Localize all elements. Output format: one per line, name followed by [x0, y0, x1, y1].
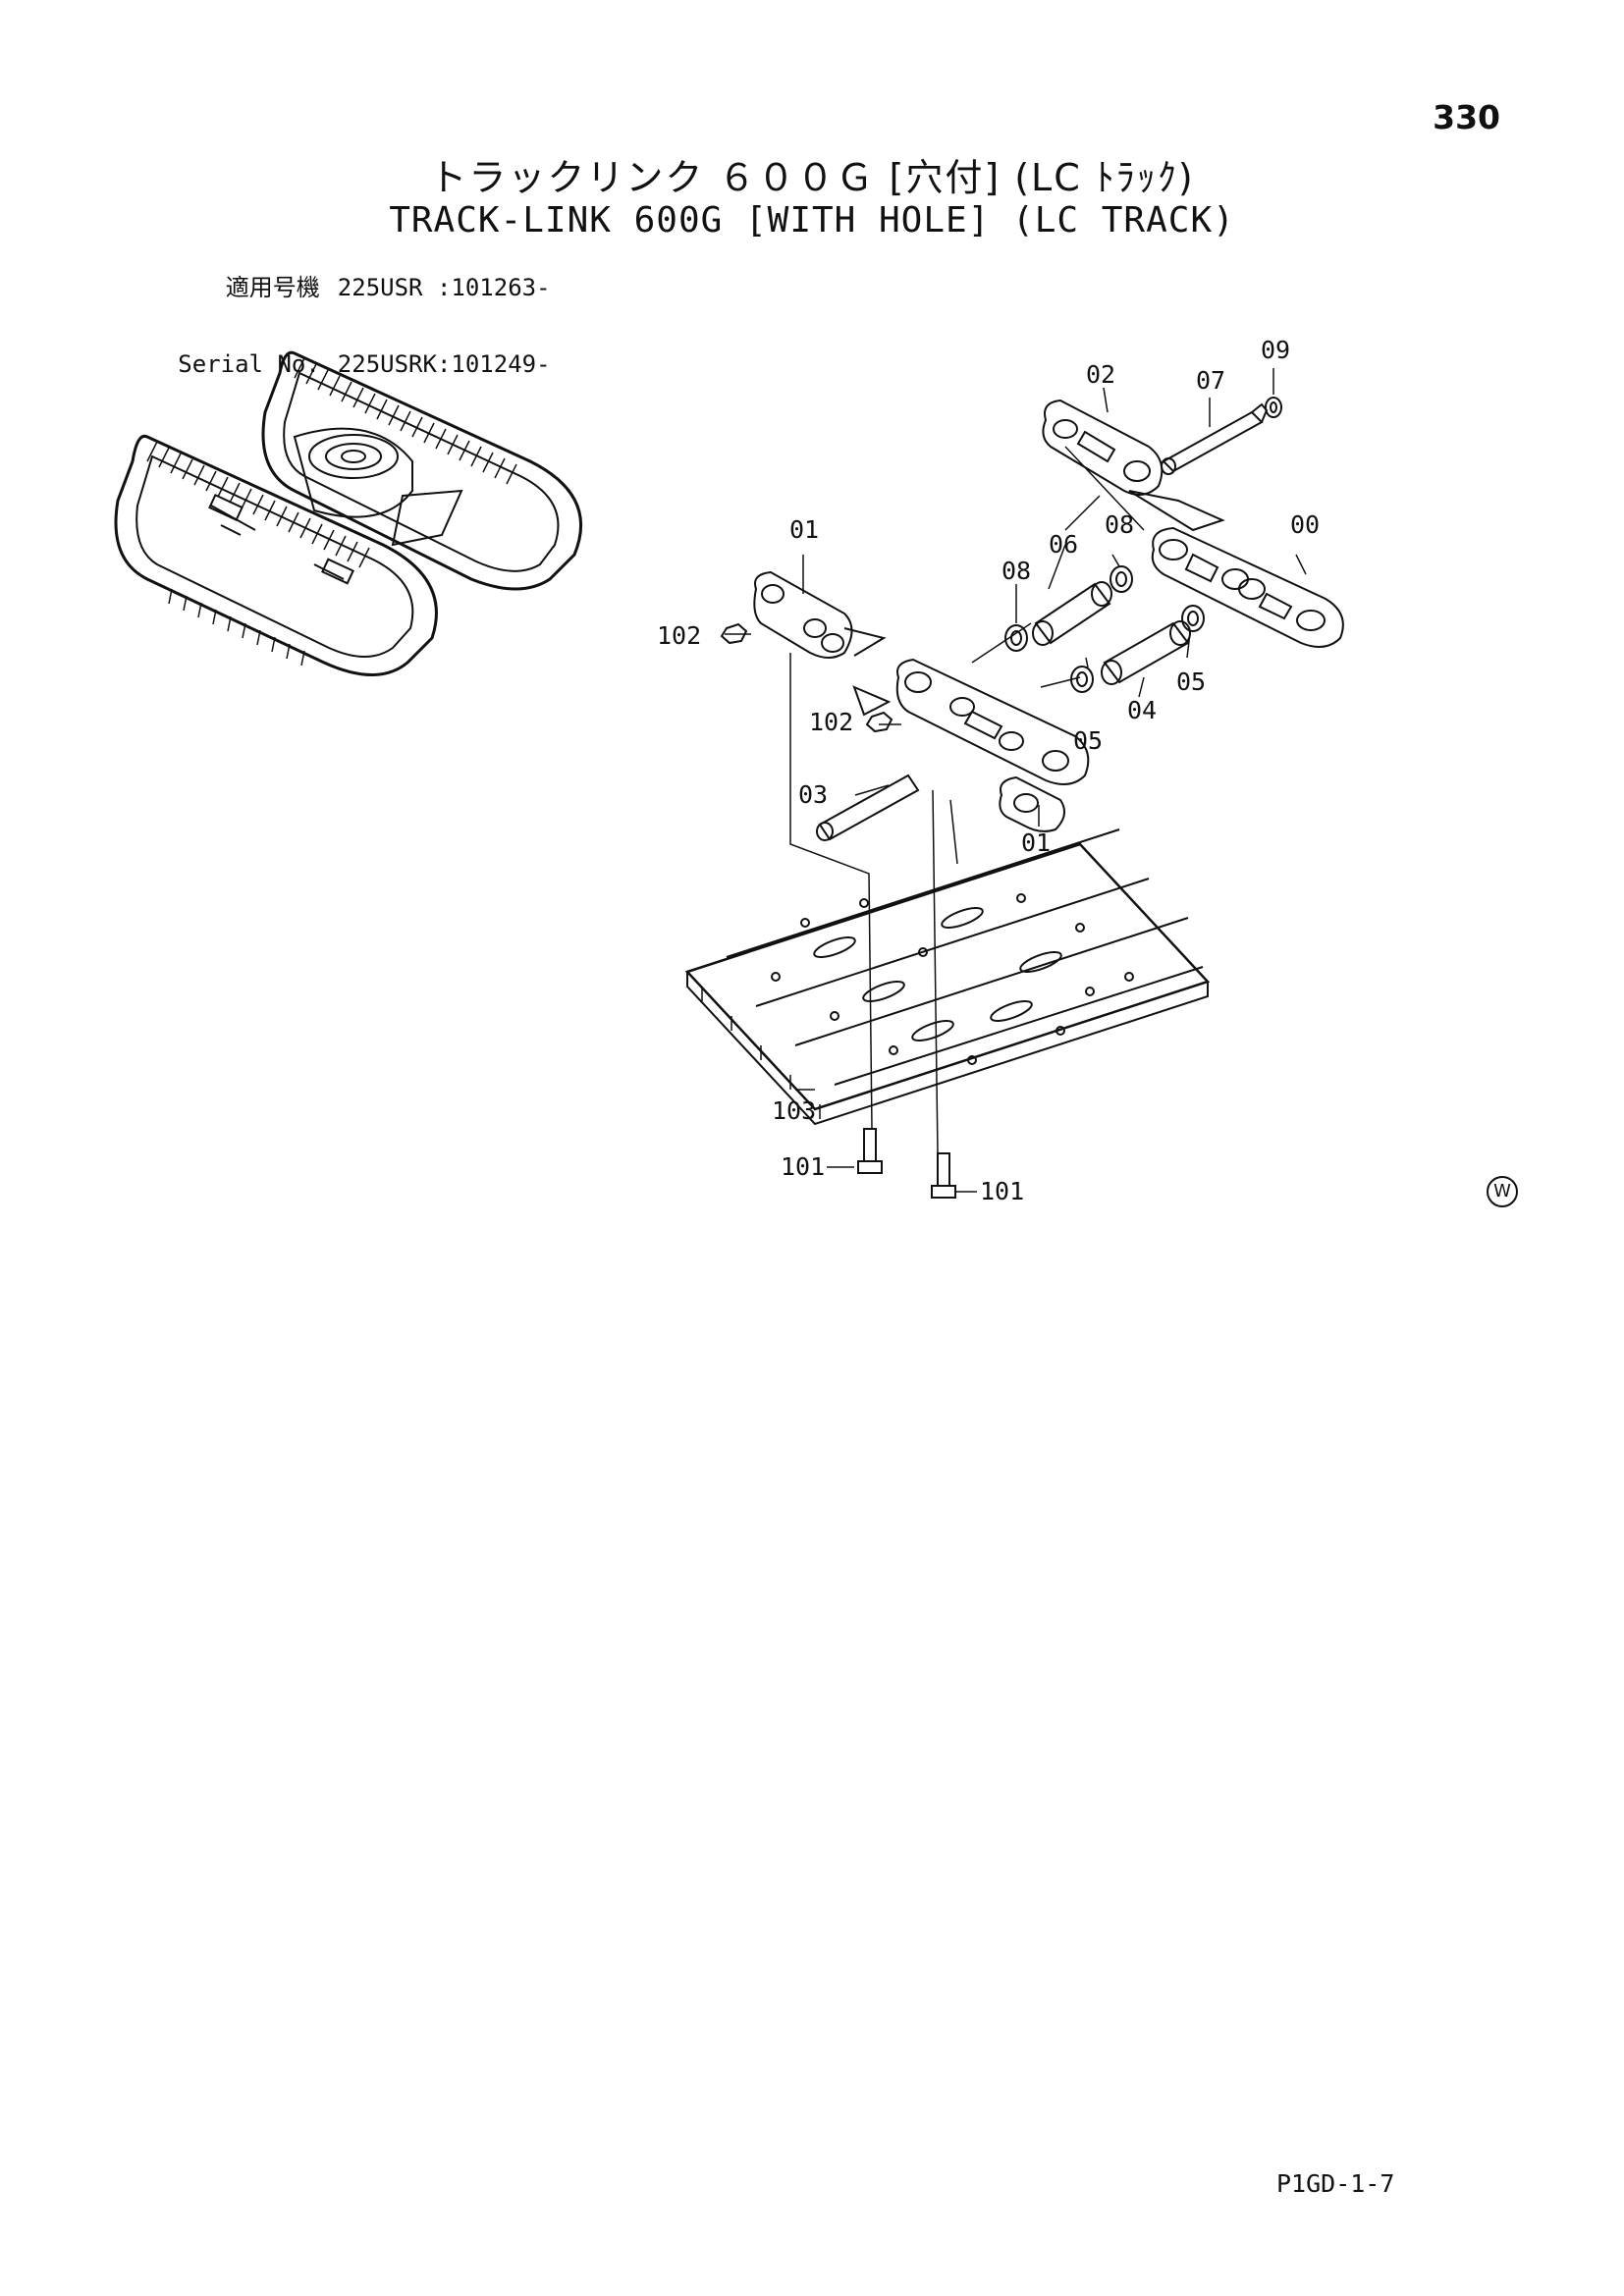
title-japanese: トラックリンク ６００Ｇ [穴付] (LC ﾄﾗｯｸ) [429, 156, 1195, 199]
callout-03: 03 [798, 780, 828, 809]
serial-value: 225USR :101263- [337, 274, 551, 301]
title-english: TRACK-LINK 600G [WITH HOLE] (LC TRACK) [389, 200, 1235, 240]
callout-07: 07 [1196, 366, 1225, 395]
callout-06: 06 [1049, 530, 1078, 559]
callout-01-bottom: 01 [1021, 828, 1051, 857]
serial-value: 225USRK:101249- [337, 350, 551, 378]
callout-04: 04 [1127, 696, 1157, 724]
callouts: 02 07 09 08 00 06 08 01 102 05 04 05 102… [657, 336, 1320, 1205]
callout-01-top: 01 [789, 515, 819, 544]
callout-00: 00 [1290, 510, 1320, 539]
page-number: 330 [1433, 98, 1500, 136]
callout-101-left: 101 [781, 1152, 825, 1181]
callout-103: 103 [772, 1096, 816, 1125]
exploded-parts [684, 397, 1344, 1199]
serial-row: 適用号機 225USR :101263- [114, 249, 551, 326]
figure-code: P1GD-1-7 [1276, 2169, 1395, 2198]
leader-lines [725, 368, 1307, 1193]
callout-101-right: 101 [980, 1177, 1024, 1205]
callout-05-right: 05 [1176, 667, 1206, 696]
callout-08-right: 08 [1105, 510, 1134, 539]
serial-label: 適用号機 [225, 274, 320, 301]
callout-09: 09 [1261, 336, 1290, 364]
callout-05-left: 05 [1073, 726, 1103, 755]
undercarriage-illustration [114, 350, 583, 676]
w-symbol: W [1487, 1176, 1518, 1207]
callout-02: 02 [1086, 360, 1115, 389]
callout-102-mid: 102 [809, 708, 853, 736]
callout-08-left: 08 [1001, 557, 1031, 585]
callout-102-top: 102 [657, 621, 701, 650]
